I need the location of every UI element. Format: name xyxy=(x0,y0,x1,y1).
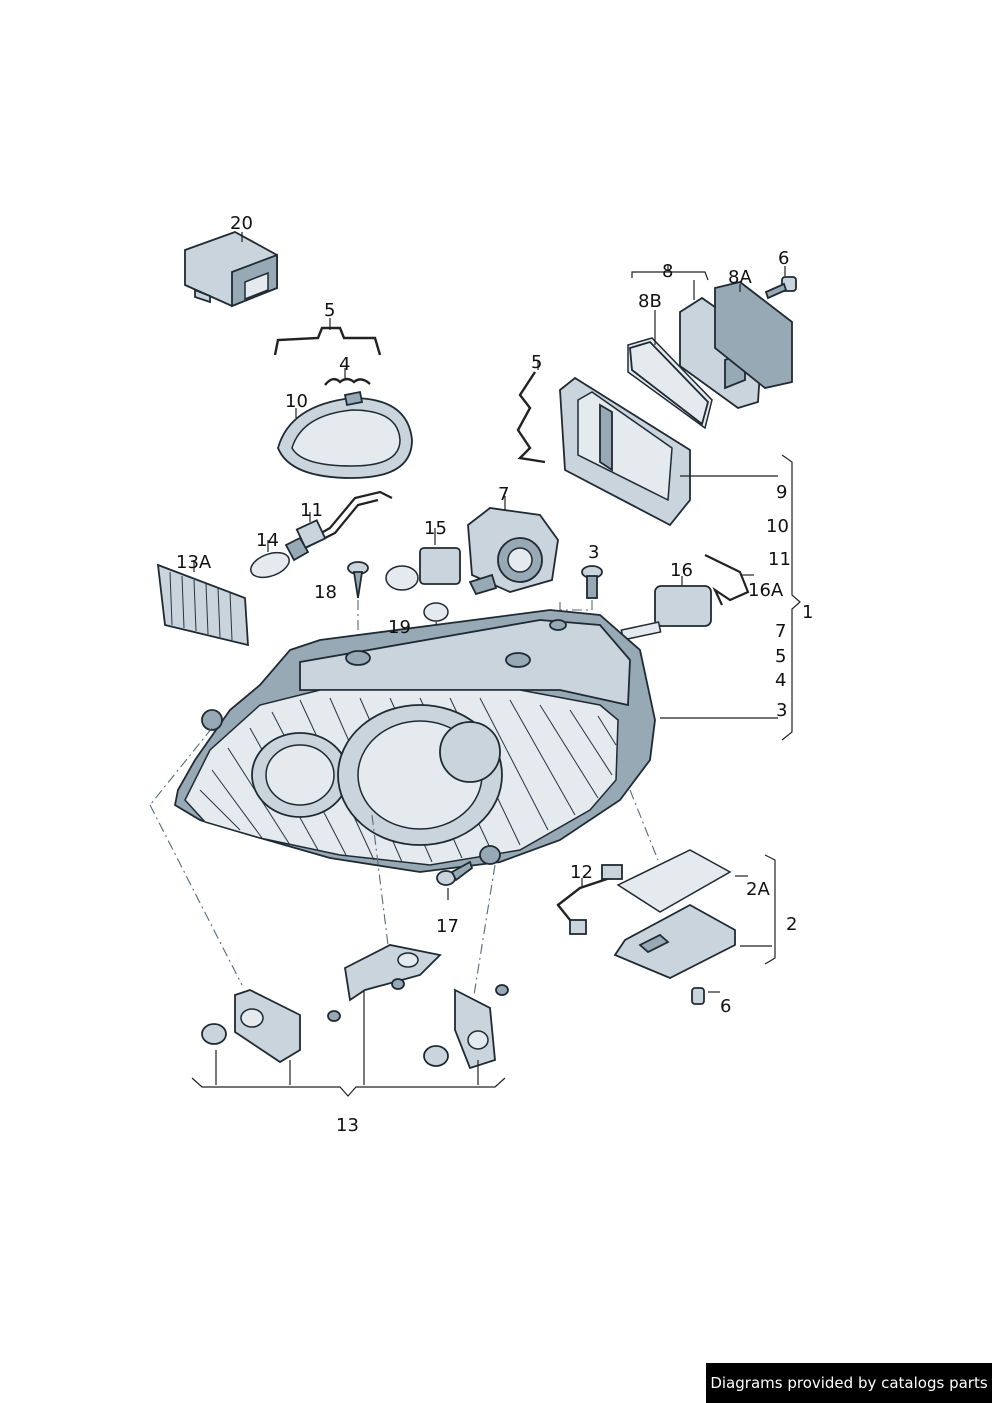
label-3: 3 xyxy=(588,542,599,563)
label-8A: 8A xyxy=(728,267,752,288)
part-6-screw-bottom xyxy=(691,987,720,1005)
label-15: 15 xyxy=(424,518,447,539)
part-6-screw-top xyxy=(764,266,797,300)
label-4: 4 xyxy=(339,354,350,375)
part-10-cover-cap xyxy=(277,390,413,479)
part-2-ballast xyxy=(613,789,776,979)
label-10-list: 10 xyxy=(766,516,789,537)
label-2: 2 xyxy=(786,914,797,935)
part-1-headlight-housing xyxy=(173,609,778,873)
label-18: 18 xyxy=(314,582,337,603)
part-16-xenon-bulb xyxy=(620,554,754,641)
footer-credit: Diagrams provided by catalogs parts xyxy=(706,1363,992,1403)
label-8: 8 xyxy=(662,261,673,282)
label-7: 7 xyxy=(498,484,509,505)
label-13: 13 xyxy=(336,1115,359,1136)
part-3-screw xyxy=(559,565,603,611)
label-8B: 8B xyxy=(638,291,662,312)
label-5: 5 xyxy=(324,300,335,321)
part-9-frame xyxy=(559,376,778,527)
label-11-list: 11 xyxy=(768,549,791,570)
label-4-list: 4 xyxy=(775,670,786,691)
part-15-bulb xyxy=(385,528,461,591)
label-14: 14 xyxy=(256,530,279,551)
label-2A: 2A xyxy=(746,879,770,900)
part-20-control-unit xyxy=(184,231,278,308)
label-13A: 13A xyxy=(176,552,212,573)
label-6-bottom: 6 xyxy=(720,996,731,1017)
label-19: 19 xyxy=(388,617,411,638)
label-9: 9 xyxy=(776,482,787,503)
part-11-wiring xyxy=(295,490,393,549)
part-8-assembly xyxy=(627,265,793,430)
label-10: 10 xyxy=(285,391,308,412)
part-7-adjuster-motor xyxy=(467,496,559,596)
label-5-right: 5 xyxy=(531,352,542,373)
label-12: 12 xyxy=(570,862,593,883)
part-13-brackets xyxy=(149,727,509,1097)
part-17-screw xyxy=(436,860,474,900)
label-7-list: 7 xyxy=(775,621,786,642)
label-17: 17 xyxy=(436,916,459,937)
part-5-clip-right xyxy=(516,360,546,464)
part-12-harness xyxy=(556,864,623,935)
label-20: 20 xyxy=(230,213,253,234)
label-11: 11 xyxy=(300,500,323,521)
label-16A: 16A xyxy=(748,580,784,601)
part-13A-trim xyxy=(156,560,249,647)
part-4-spring xyxy=(324,368,371,386)
label-3-list: 3 xyxy=(776,700,787,721)
label-6-top: 6 xyxy=(778,248,789,269)
label-1: 1 xyxy=(802,602,813,623)
part-14-bulb-holder xyxy=(250,536,310,579)
part-5-clip-top xyxy=(273,318,382,356)
callout-labels: 20 5 4 10 11 14 13A 18 15 7 19 3 5 8 8A … xyxy=(176,213,813,1136)
label-5-list: 5 xyxy=(775,646,786,667)
label-16: 16 xyxy=(670,560,693,581)
bracket-part-1 xyxy=(781,454,801,741)
